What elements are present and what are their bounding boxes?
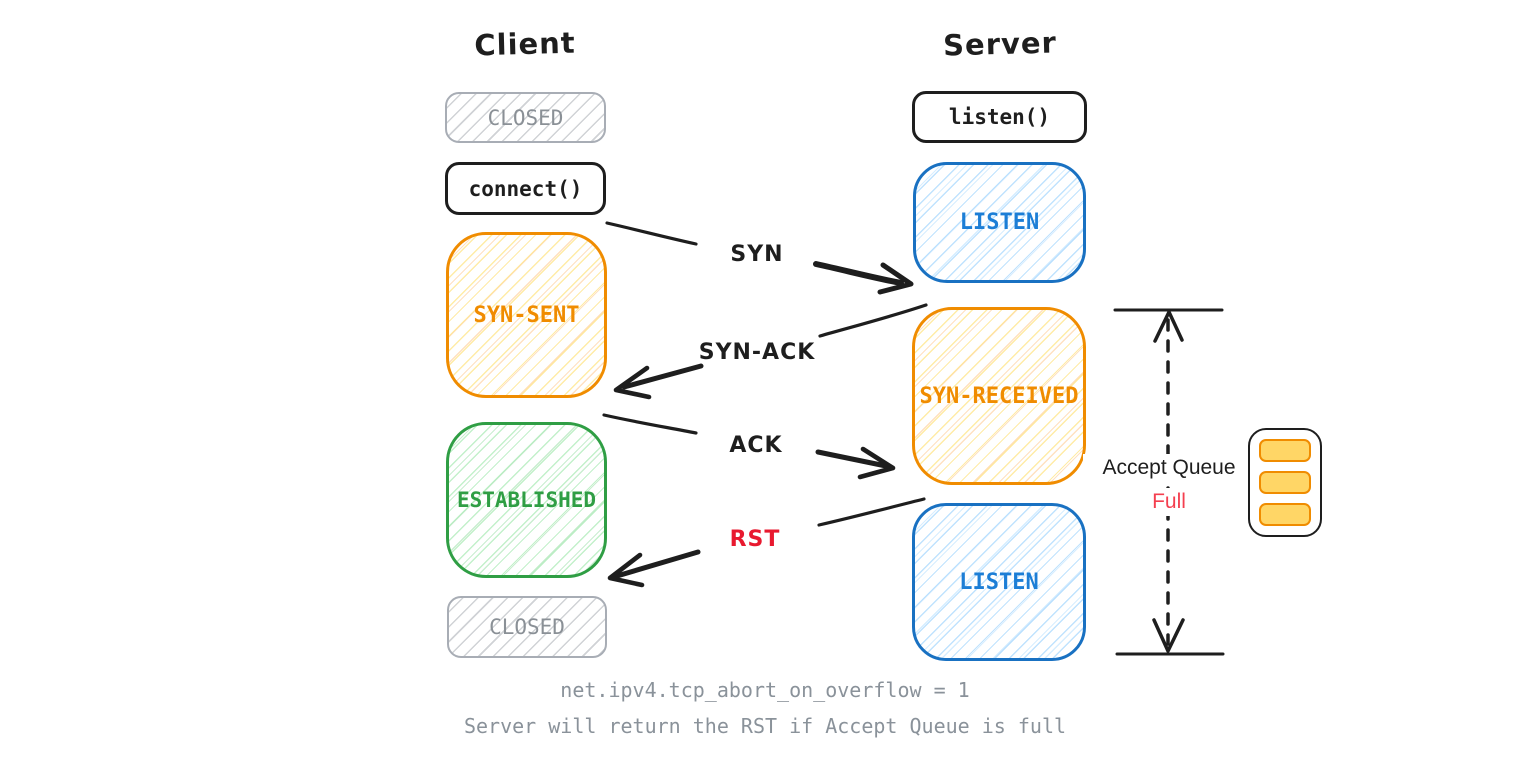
queue-icon bbox=[1248, 428, 1322, 537]
state-label: LISTEN bbox=[959, 569, 1039, 595]
state-label: LISTEN bbox=[959, 210, 1040, 235]
accept-queue-span bbox=[1113, 308, 1225, 656]
queue-slot bbox=[1259, 503, 1311, 526]
state-label: CLOSED bbox=[487, 105, 564, 130]
sysctl-caption: net.ipv4.tcp_abort_on_overflow = 1 bbox=[560, 678, 970, 702]
syn-ack-label: SYN-ACK bbox=[698, 340, 816, 365]
queue-slot bbox=[1259, 471, 1311, 494]
state-label: CLOSED bbox=[489, 615, 565, 639]
client-state-established: ESTABLISHED bbox=[446, 422, 607, 578]
client-state-closed-top: CLOSED bbox=[445, 92, 606, 143]
state-label: SYN-RECEIVED bbox=[919, 383, 1079, 409]
state-label: SYN-SENT bbox=[473, 302, 580, 328]
explanation-caption: Server will return the RST if Accept Que… bbox=[463, 714, 1067, 738]
client-state-syn-sent: SYN-SENT bbox=[446, 232, 607, 398]
state-label: listen() bbox=[948, 105, 1051, 129]
accept-queue-status: Full bbox=[1083, 488, 1255, 516]
server-state-listen-top: LISTEN bbox=[913, 162, 1086, 283]
syn-label: SYN bbox=[730, 242, 784, 267]
state-label: connect() bbox=[468, 176, 583, 201]
server-state-syn-received: SYN-RECEIVED bbox=[912, 307, 1086, 485]
server-listen-call: listen() bbox=[912, 91, 1087, 143]
queue-slot bbox=[1259, 439, 1311, 462]
ack-arrow bbox=[602, 413, 896, 480]
client-state-closed-bottom: CLOSED bbox=[447, 596, 607, 658]
rst-arrow bbox=[607, 497, 926, 588]
accept-queue-label: Accept Queue bbox=[1083, 454, 1255, 482]
client-connect-call: connect() bbox=[445, 162, 606, 215]
rst-label: RST bbox=[729, 527, 781, 552]
syn-ack-arrow bbox=[613, 303, 928, 400]
server-state-listen-bottom: LISTEN bbox=[912, 503, 1086, 661]
ack-label: ACK bbox=[729, 433, 783, 458]
state-label: ESTABLISHED bbox=[456, 488, 597, 512]
syn-arrow bbox=[605, 221, 914, 295]
